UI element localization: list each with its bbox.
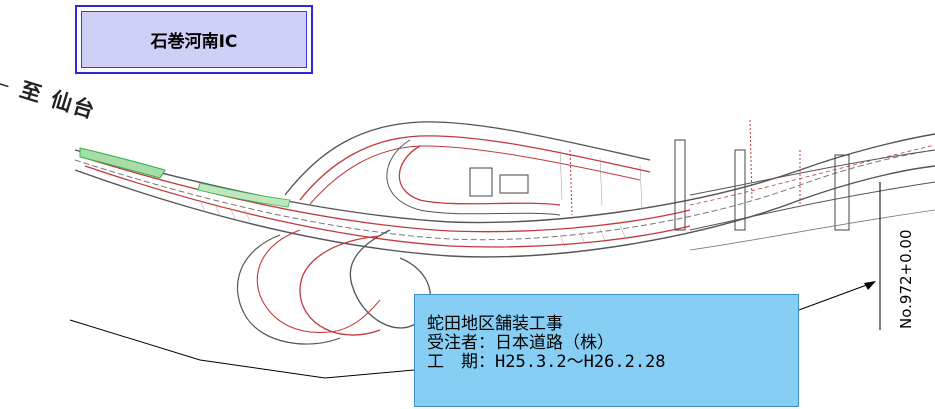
north-arc-inner2 <box>309 145 641 205</box>
station-label: No.972+0.00 <box>897 229 915 330</box>
building-2 <box>499 174 529 194</box>
paving-line-2 <box>84 165 691 248</box>
contractor-line: 受注者：日本道路（株） <box>427 333 614 353</box>
north-arc-outer <box>284 121 651 196</box>
info-leader-line <box>69 319 415 379</box>
north-arc-inner <box>299 135 651 201</box>
highway-south-edge <box>74 165 935 258</box>
station-arrowhead <box>864 281 876 290</box>
paving-line-1 <box>84 157 691 233</box>
lower-loop-red <box>299 235 381 336</box>
lower-loop-grey <box>236 234 341 345</box>
east-lane-1 <box>689 149 935 196</box>
project-info-box: 蛇田地区舗装工事 受注者：日本道路（株） 工 期：H25.3.2～H26.2.2… <box>414 294 799 407</box>
upper-loop-grey <box>386 139 561 216</box>
bridge-right <box>734 149 746 231</box>
upper-loop-red <box>398 145 561 206</box>
plan-hatching <box>199 149 643 248</box>
left-arrow-icon: ← <box>0 72 15 98</box>
interchange-title: 石巻河南IC <box>150 32 238 52</box>
station-leader-line <box>798 282 873 311</box>
interchange-title-box: 石巻河南IC <box>75 5 313 74</box>
east-lane-2 <box>689 181 935 231</box>
highway-median <box>74 149 935 241</box>
paving-line-3 <box>689 144 935 206</box>
east-lane-3 <box>689 209 935 251</box>
lower-loop-outer <box>349 229 431 329</box>
bridge-far <box>834 154 850 231</box>
interchange-title-inner: 石巻河南IC <box>81 11 307 68</box>
bridge-left <box>674 139 686 231</box>
lower-loop-red2 <box>256 229 331 334</box>
survey-marks <box>569 119 801 216</box>
green-zone <box>79 147 166 179</box>
green-zone-2 <box>197 182 291 208</box>
period-line: 工 期：H25.3.2～H26.2.28 <box>427 352 666 372</box>
building-1 <box>469 167 493 197</box>
project-name: 蛇田地区舗装工事 <box>427 314 563 334</box>
lower-ramp <box>329 299 381 333</box>
